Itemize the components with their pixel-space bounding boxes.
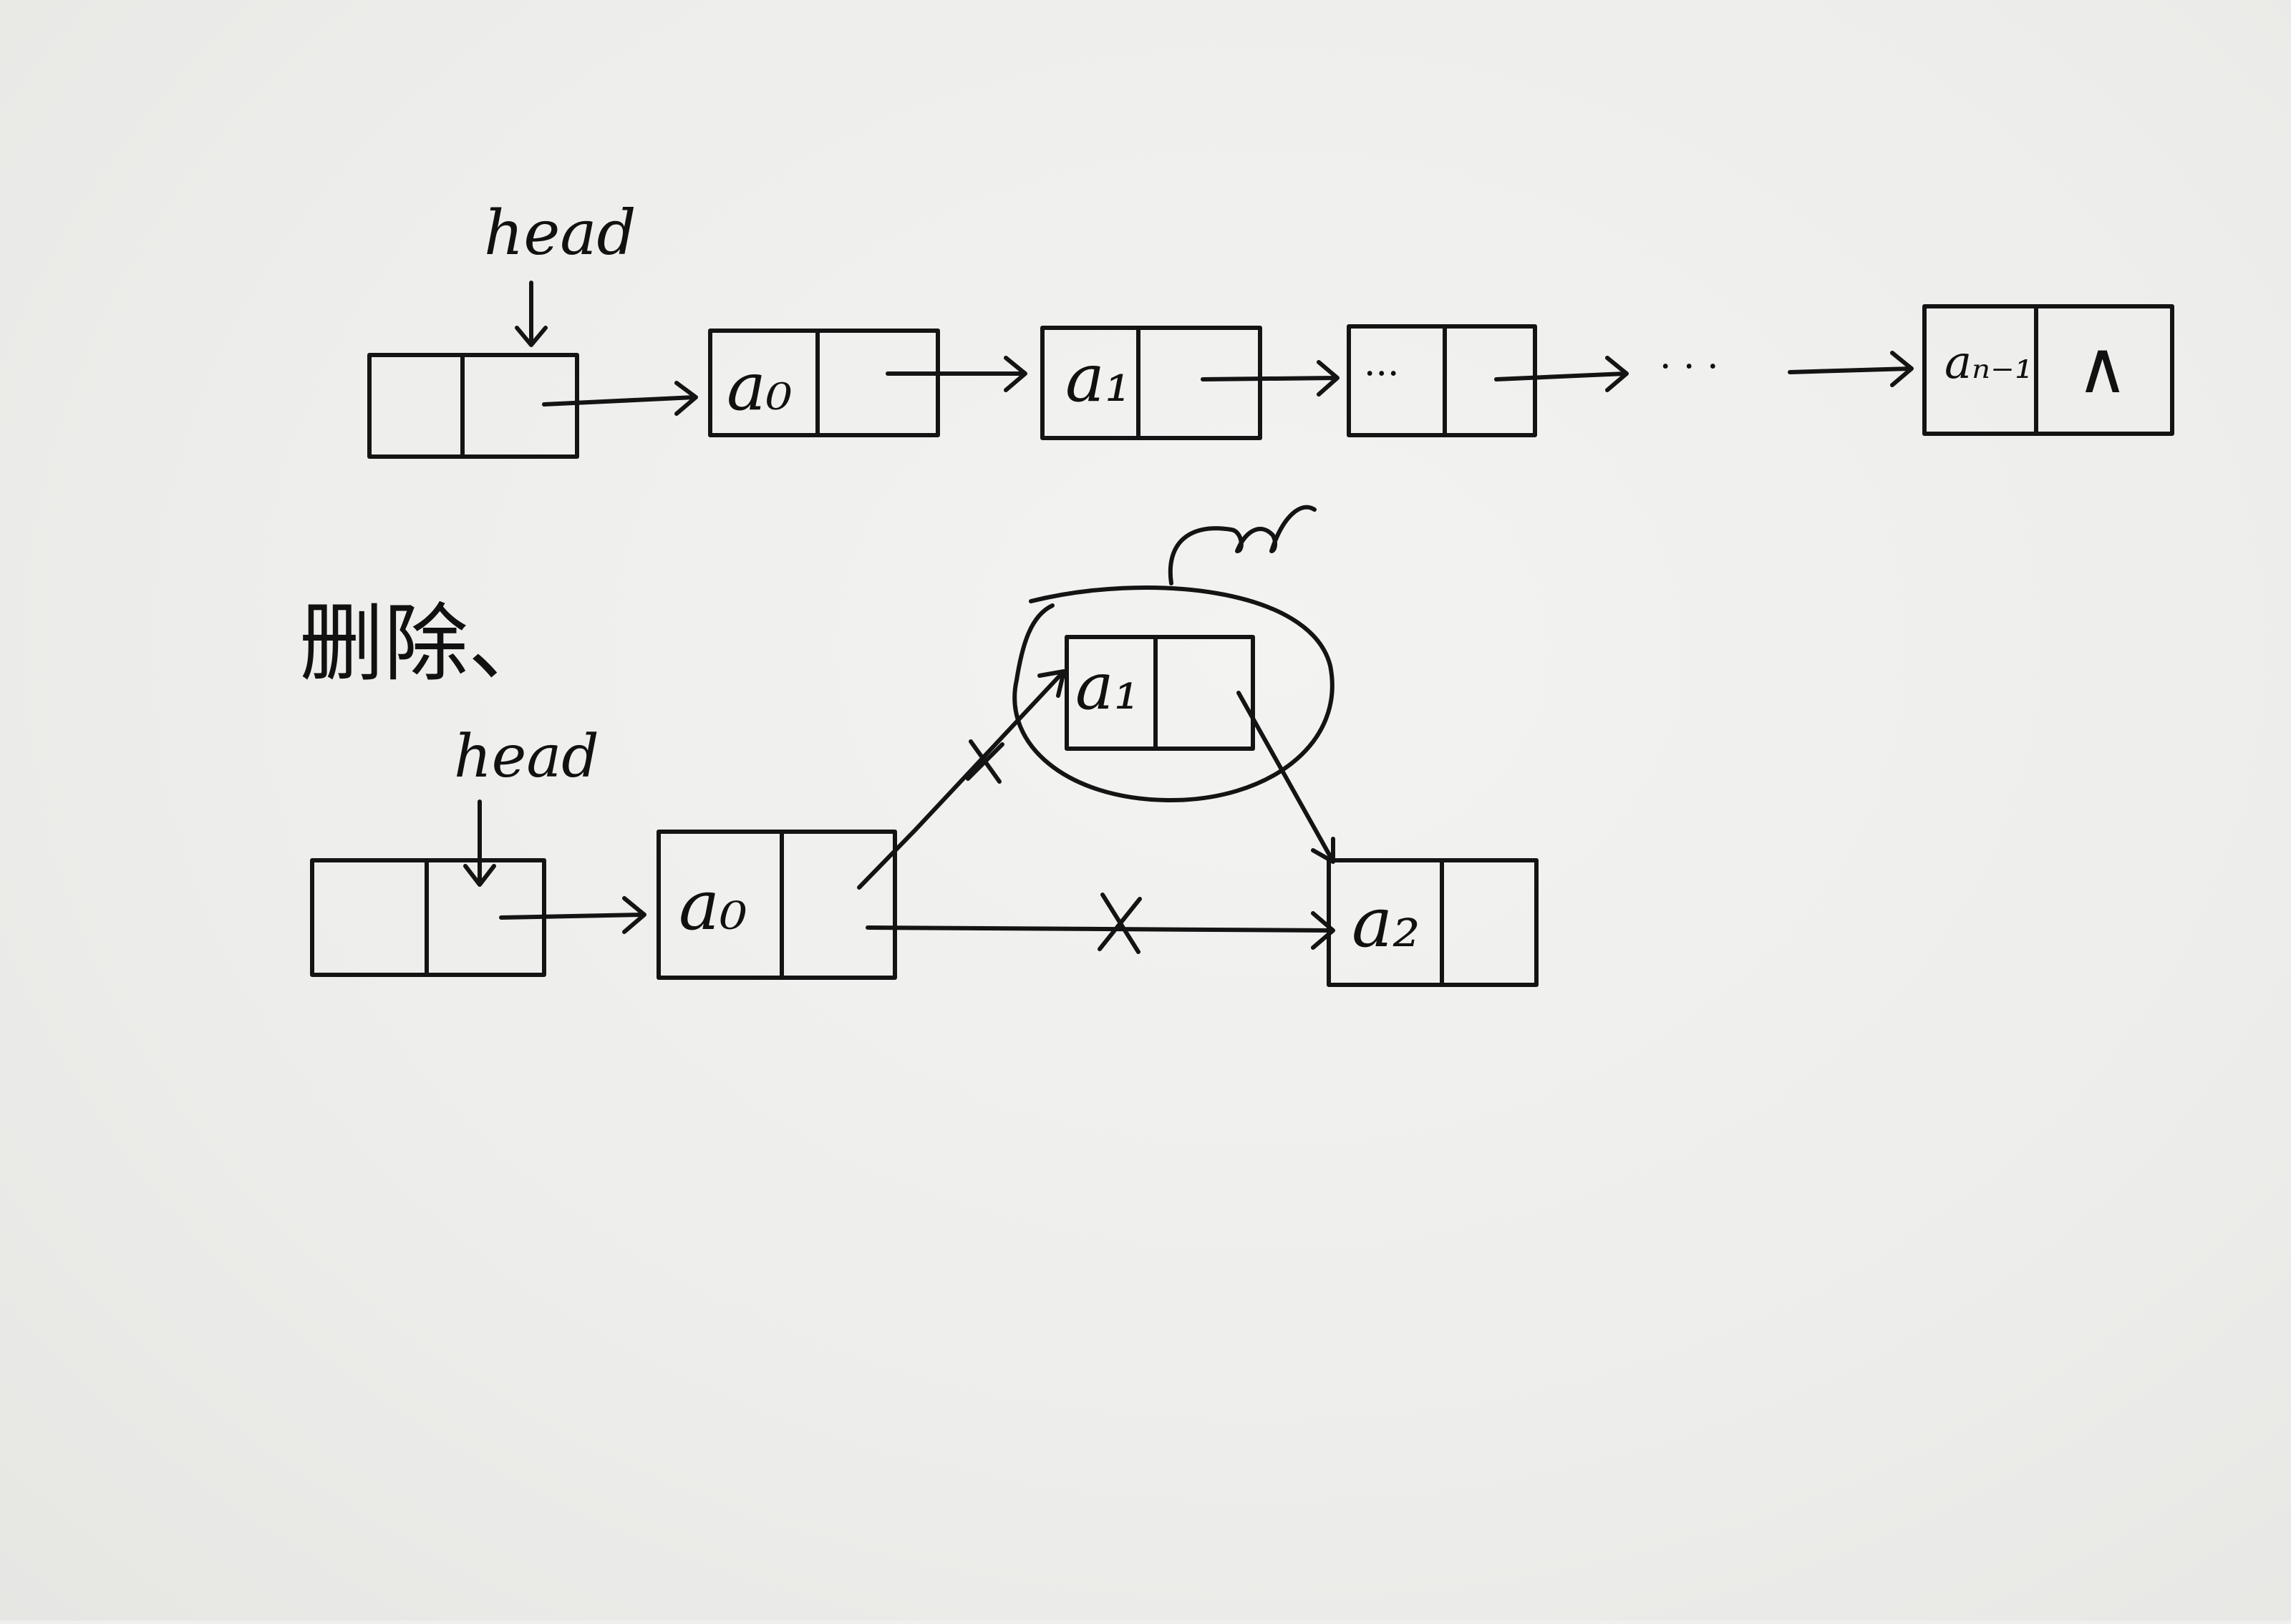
top-arrow-gap-to-last [1788,351,1914,387]
delete-node-a1-label: a₁ [1075,649,1140,724]
delete-node-a2: a₂ [1327,858,1539,987]
top-node-last-label: aₙ₋₁ [1944,336,2033,389]
top-node-ellipsis-label: ··· [1364,353,1400,396]
delete-cross-mark-a0-a1 [966,739,1004,784]
top-gap-ellipsis: · · · [1660,346,1719,389]
top-arrow-a1-to-ellipsis [1201,360,1340,397]
top-head-node [367,353,579,459]
delete-node-a1: a₁ [1065,635,1255,751]
delete-node-a0: a₀ [657,830,897,980]
delete-node-a2-label: a₂ [1352,882,1420,963]
delete-title: 删除、 [299,594,553,693]
top-head-label: head [484,198,636,269]
top-node-a1-label: a₁ [1065,340,1131,417]
delete-arrow-a0-to-a2 [866,911,1335,950]
delete-arrow-a1-to-a2 [1236,691,1335,864]
delete-node-a0-label: a₀ [679,865,747,945]
top-arrow-a0-to-a1 [886,356,1027,392]
delete-head-label: head [454,723,599,791]
delete-arrow-a0-to-a1 [857,669,1066,890]
top-node-last: aₙ₋₁ ∧ [1922,304,2174,436]
delete-section: 删除、 head a₀ a₁ [299,505,1539,987]
top-arrow-head-to-a0 [542,381,698,416]
top-node-a1: a₁ [1040,326,1262,440]
top-arrow-ellipsis-to-gap [1494,356,1629,392]
top-linked-list: head a₀ a₁ ··· · · · [367,198,2174,459]
top-node-null-symbol: ∧ [2076,326,2128,409]
top-node-ellipsis: ··· [1347,324,1537,437]
delete-circle-around-a1 [1012,585,1335,803]
top-node-a0-label: a₀ [727,349,793,425]
top-node-a0: a₀ [708,329,940,437]
delete-head-arrow [463,799,496,887]
delete-cross-mark-a0-a2 [1098,893,1142,954]
delete-arrow-head-to-a0 [499,896,646,934]
top-head-arrow [515,281,548,347]
delete-free-squiggle [1168,505,1317,585]
